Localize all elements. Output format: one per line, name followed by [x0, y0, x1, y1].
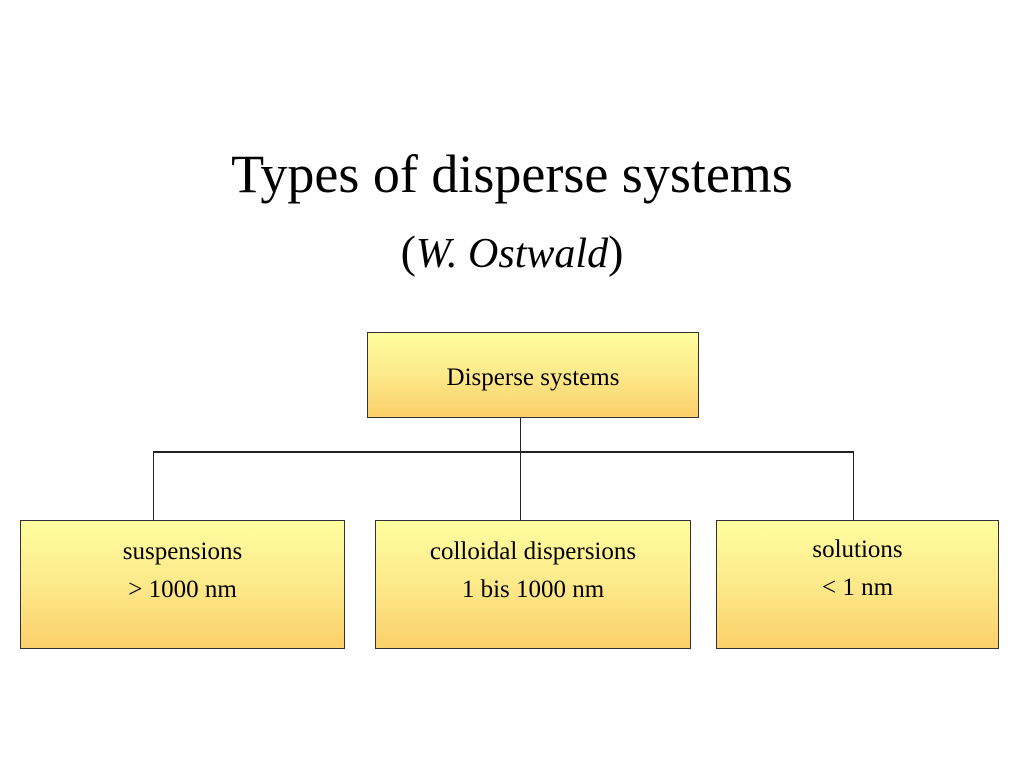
root-node-disperse-systems: Disperse systems — [367, 332, 699, 418]
child-node-suspensions: suspensions > 1000 nm — [20, 520, 345, 649]
slide-subtitle: (W. Ostwald) — [0, 224, 1024, 282]
child-node-label: colloidal dispersions — [429, 538, 637, 565]
connector-root-down — [520, 418, 521, 520]
child-node-label: solutions — [812, 536, 903, 563]
child-node-colloidal-dispersions: colloidal dispersions 1 bis 1000 nm — [375, 520, 691, 649]
connector-child-3 — [853, 451, 854, 520]
subtitle-open-paren: ( — [400, 226, 416, 277]
child-node-range: 1 bis 1000 nm — [461, 576, 605, 603]
child-node-range: < 1 nm — [821, 574, 894, 601]
child-node-label: suspensions — [122, 538, 243, 565]
slide-title: Types of disperse systems — [231, 144, 793, 204]
root-node-label: Disperse systems — [446, 364, 620, 391]
subtitle-close-paren: ) — [608, 226, 624, 277]
connector-child-1 — [153, 451, 154, 520]
child-node-range: > 1000 nm — [128, 576, 237, 603]
connector-horizontal-bar — [153, 451, 854, 453]
subtitle-author: W. Ostwald — [415, 231, 609, 277]
child-node-solutions: solutions < 1 nm — [716, 520, 999, 649]
